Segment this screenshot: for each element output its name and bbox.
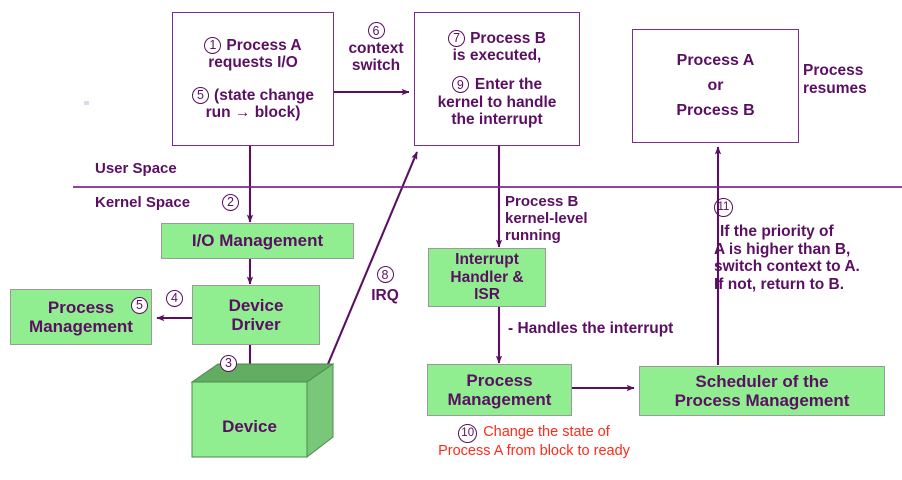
label-line: resumes [803,79,867,97]
box-line: Driver [231,315,281,334]
box-line: Process B [676,101,755,119]
box-line: run → block) [205,103,301,121]
box-line: Process Management [674,391,850,410]
box-process-management-mid[interactable]: Process Management [427,364,572,416]
label-change-state: 10 Change the state of Process A from bl… [404,424,664,460]
box-line: Process [47,297,115,317]
label-user-space: User Space [95,160,177,177]
step-badge-1: 1 [204,36,222,54]
label-line: IRQ [371,286,399,304]
label-line: A is higher than B, [714,240,851,258]
box-device-label: Device [222,417,277,436]
box-line: Scheduler of the [695,371,829,391]
step-badge-8: 8 [376,266,394,284]
box-line: Interrupt [455,251,519,269]
label-line: switch [351,57,401,75]
label-kernel-space: Kernel Space [95,194,191,211]
scan-artifact [84,101,89,105]
label-line: Process A from block to ready [438,443,630,459]
box-line: ISR [474,286,500,304]
label-line: Process B [505,193,579,210]
step-badge-10: 10 [458,424,478,443]
label-handles-the-interrupt: - Handles the interrupt [508,320,674,337]
box-line: Management [29,317,133,336]
label-line: Process [803,62,864,79]
box-line: is executed, [452,46,542,64]
box-line: (state change [214,86,314,104]
box-io-management[interactable]: I/O Management [161,223,354,259]
step-badge-3: 3 [220,355,237,372]
step-badge-11: 11 [714,198,733,217]
label-line: switch context to A. [714,258,860,276]
step-badge-6: 6 [367,22,385,40]
label-priority-note: 11 If the priority of A is higher than B… [714,198,860,294]
box-line: Process B [470,29,546,47]
label-process-resumes: Process resumes [803,62,867,97]
box-label: I/O Management [191,231,324,251]
box-line: Process A [226,36,302,54]
box-line: Management [447,390,552,409]
box-process-a-or-b[interactable]: Process A or Process B [632,29,799,143]
step-badge-2: 2 [222,194,239,211]
box-process-b-executed[interactable]: 7 Process B is executed, 9 Enter the ker… [414,12,580,146]
box-line: Process A [676,52,755,70]
arrow-irq [322,151,418,377]
label-line: Change the state of [483,424,610,440]
label-context-switch: 6 context switch [341,22,411,75]
label-line: running [505,227,561,245]
box-process-management-left[interactable]: Process Management [10,289,152,345]
label-process-b-kernel-running: Process B kernel-level running [505,193,588,244]
box-line: Process [466,370,533,390]
label-line: kernel-level [505,210,588,228]
box-line: Device [228,295,284,315]
box-device-driver[interactable]: Device Driver [192,285,320,345]
step-badge-5-process-management: 5 [131,297,148,314]
box-interrupt-handler[interactable]: Interrupt Handler & ISR [428,248,546,307]
step-badge-4: 4 [166,290,183,307]
box-scheduler[interactable]: Scheduler of the Process Management [639,366,885,416]
box-line: the interrupt [451,111,543,129]
box-process-a-requests-io[interactable]: 1 Process A requests I/O 5 (state change… [172,12,334,146]
label-line: If the priority of [720,223,834,240]
label-line: If not, return to B. [714,275,845,293]
box-line: kernel to handle [437,93,557,111]
label-irq: 8 IRQ [365,266,405,304]
box-line: requests I/O [208,54,298,72]
step-badge-5: 5 [192,86,210,104]
box-line: Handler & [450,268,524,286]
box-line: Enter the [474,76,543,94]
step-badge-9: 9 [451,76,469,94]
box-line: or [707,77,724,95]
step-badge-7: 7 [448,29,466,47]
label-line: context [348,39,404,57]
